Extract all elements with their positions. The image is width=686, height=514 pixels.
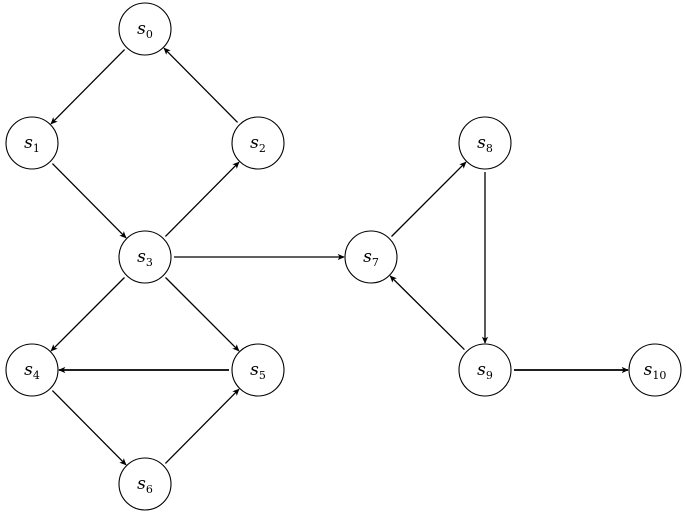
node-label-base: s xyxy=(250,133,259,153)
node-circle-s10 xyxy=(628,343,682,397)
node-s5: s5 xyxy=(231,343,285,397)
node-circle-s9 xyxy=(458,343,512,397)
node-label-s7: s7 xyxy=(363,247,379,269)
node-circle-s2 xyxy=(231,116,285,170)
node-s10: s10 xyxy=(628,343,682,397)
node-label-base: s xyxy=(477,360,486,380)
node-label-subscript: 2 xyxy=(259,142,266,155)
node-label-s9: s9 xyxy=(477,360,493,382)
edge-s3-to-s2 xyxy=(164,161,240,237)
node-label-subscript: 0 xyxy=(146,28,153,41)
node-s6: s6 xyxy=(118,457,172,511)
node-label-base: s xyxy=(644,360,653,380)
node-label-subscript: 3 xyxy=(146,256,153,269)
node-circle-s6 xyxy=(118,457,172,511)
node-label-subscript: 9 xyxy=(486,369,493,382)
node-circle-s4 xyxy=(5,343,59,397)
node-s7: s7 xyxy=(344,230,398,284)
edge-s3-to-s4 xyxy=(50,277,125,352)
node-s3: s3 xyxy=(118,230,172,284)
node-label-subscript: 7 xyxy=(372,256,379,269)
node-circle-s3 xyxy=(118,230,172,284)
node-label-subscript: 10 xyxy=(652,369,666,382)
node-circle-s8 xyxy=(458,116,512,170)
node-label-s0: s0 xyxy=(137,19,153,41)
node-label-base: s xyxy=(137,474,146,494)
edge-s4-to-s6 xyxy=(51,390,127,466)
node-label-subscript: 6 xyxy=(146,483,153,496)
edge-s1-to-s3 xyxy=(51,163,127,239)
node-label-base: s xyxy=(24,360,33,380)
node-label-s3: s3 xyxy=(137,247,153,269)
node-circle-s1 xyxy=(5,116,59,170)
node-label-base: s xyxy=(363,247,372,267)
node-label-base: s xyxy=(24,133,33,153)
edge-s3-to-s5 xyxy=(165,277,240,352)
edge-s9-to-s7 xyxy=(389,275,465,351)
node-label-s1: s1 xyxy=(24,133,40,155)
node-label-base: s xyxy=(477,133,486,153)
node-label-subscript: 1 xyxy=(33,142,40,155)
node-label-subscript: 8 xyxy=(486,142,493,155)
node-label-s5: s5 xyxy=(250,360,266,382)
node-label-subscript: 5 xyxy=(259,369,266,382)
node-label-s4: s4 xyxy=(24,360,40,382)
node-circle-s7 xyxy=(344,230,398,284)
node-s9: s9 xyxy=(458,343,512,397)
node-s0: s0 xyxy=(118,2,172,56)
edge-s0-to-s1 xyxy=(50,49,126,125)
node-s2: s2 xyxy=(231,116,285,170)
node-label-s2: s2 xyxy=(250,133,266,155)
node-circle-s0 xyxy=(118,2,172,56)
node-label-base: s xyxy=(250,360,259,380)
node-label-s8: s8 xyxy=(477,133,493,155)
edge-s2-to-s0 xyxy=(163,47,239,123)
node-s8: s8 xyxy=(458,116,512,170)
node-label-s6: s6 xyxy=(137,474,153,496)
edge-s6-to-s5 xyxy=(164,388,240,464)
node-s1: s1 xyxy=(5,116,59,170)
node-circle-s5 xyxy=(231,343,285,397)
edge-s7-to-s8 xyxy=(391,161,467,237)
node-label-base: s xyxy=(137,19,146,39)
node-s4: s4 xyxy=(5,343,59,397)
node-label-s10: s10 xyxy=(644,360,667,382)
node-label-subscript: 4 xyxy=(33,369,40,382)
edges xyxy=(50,47,629,466)
node-label-base: s xyxy=(137,247,146,267)
